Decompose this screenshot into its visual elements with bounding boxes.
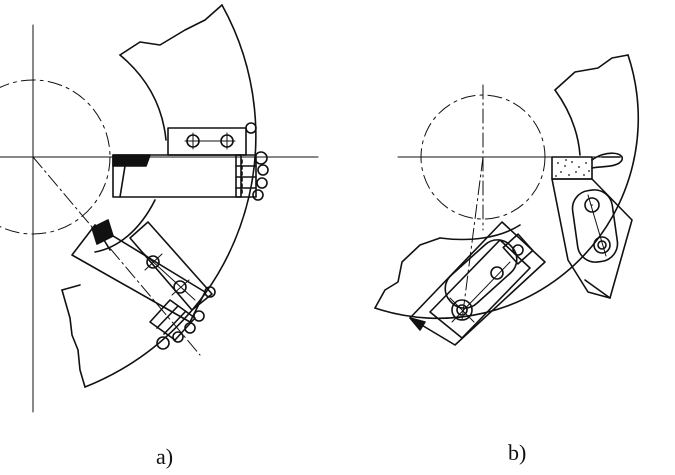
caption-a: a) [156, 444, 174, 469]
screw-b-2 [594, 237, 610, 253]
clamp-plate-a-top [168, 128, 246, 155]
pin-a-10 [194, 311, 204, 321]
insert-stipple-b [555, 159, 590, 177]
screw-a-4 [174, 281, 186, 293]
pin-a-3 [258, 165, 268, 175]
screw-b-3 [452, 300, 472, 320]
tool-edge-a [120, 166, 125, 197]
angled-holder-b [410, 222, 545, 345]
pin-a-2 [255, 152, 267, 164]
spindle-circle-a [0, 80, 110, 234]
angled-holder-a [72, 225, 205, 322]
angled-clamp-a [130, 222, 212, 310]
adjust-block-a [236, 155, 256, 197]
lower-edge-a [62, 285, 80, 290]
drawing-b [375, 55, 638, 345]
inner-arc-a-lower [95, 200, 155, 252]
spindle-circle-b [421, 95, 545, 219]
pin-a-7 [157, 337, 169, 349]
screw-b-1 [585, 198, 599, 212]
pin-a-8 [173, 332, 183, 342]
chip-breaker-b [592, 153, 622, 168]
inner-arc-b [555, 90, 580, 155]
cutting-insert-a [113, 155, 150, 166]
break-line-b-top [555, 55, 628, 90]
insert-b [552, 157, 592, 179]
break-line-a-top [120, 5, 222, 55]
inner-arc-b-lower [440, 225, 520, 239]
outer-arc-a [85, 5, 256, 387]
angled-clamp-b [430, 240, 530, 338]
drawing-a [0, 5, 318, 412]
pin-a-9 [185, 323, 195, 333]
pin-a-5 [253, 190, 263, 200]
screw-a-3 [147, 256, 159, 268]
pin-a-1 [246, 123, 256, 133]
break-line-b-left [375, 238, 440, 308]
break-line-a-bottom [62, 290, 85, 387]
clamp-slot-b [570, 188, 620, 265]
inner-arc-a-upper [120, 55, 166, 140]
vertical-holder-b [552, 179, 632, 298]
angled-slot-b [438, 232, 524, 315]
centerline-a-diagonal [33, 157, 200, 355]
screw-b-5 [513, 245, 523, 255]
small-block-b [503, 234, 533, 264]
caption-b: b) [508, 440, 527, 465]
outer-arc-b [375, 55, 638, 318]
angled-insert-a [92, 220, 113, 244]
pin-a-6 [205, 287, 215, 297]
screw-b-4 [491, 267, 503, 279]
pin-a-4 [257, 178, 267, 188]
